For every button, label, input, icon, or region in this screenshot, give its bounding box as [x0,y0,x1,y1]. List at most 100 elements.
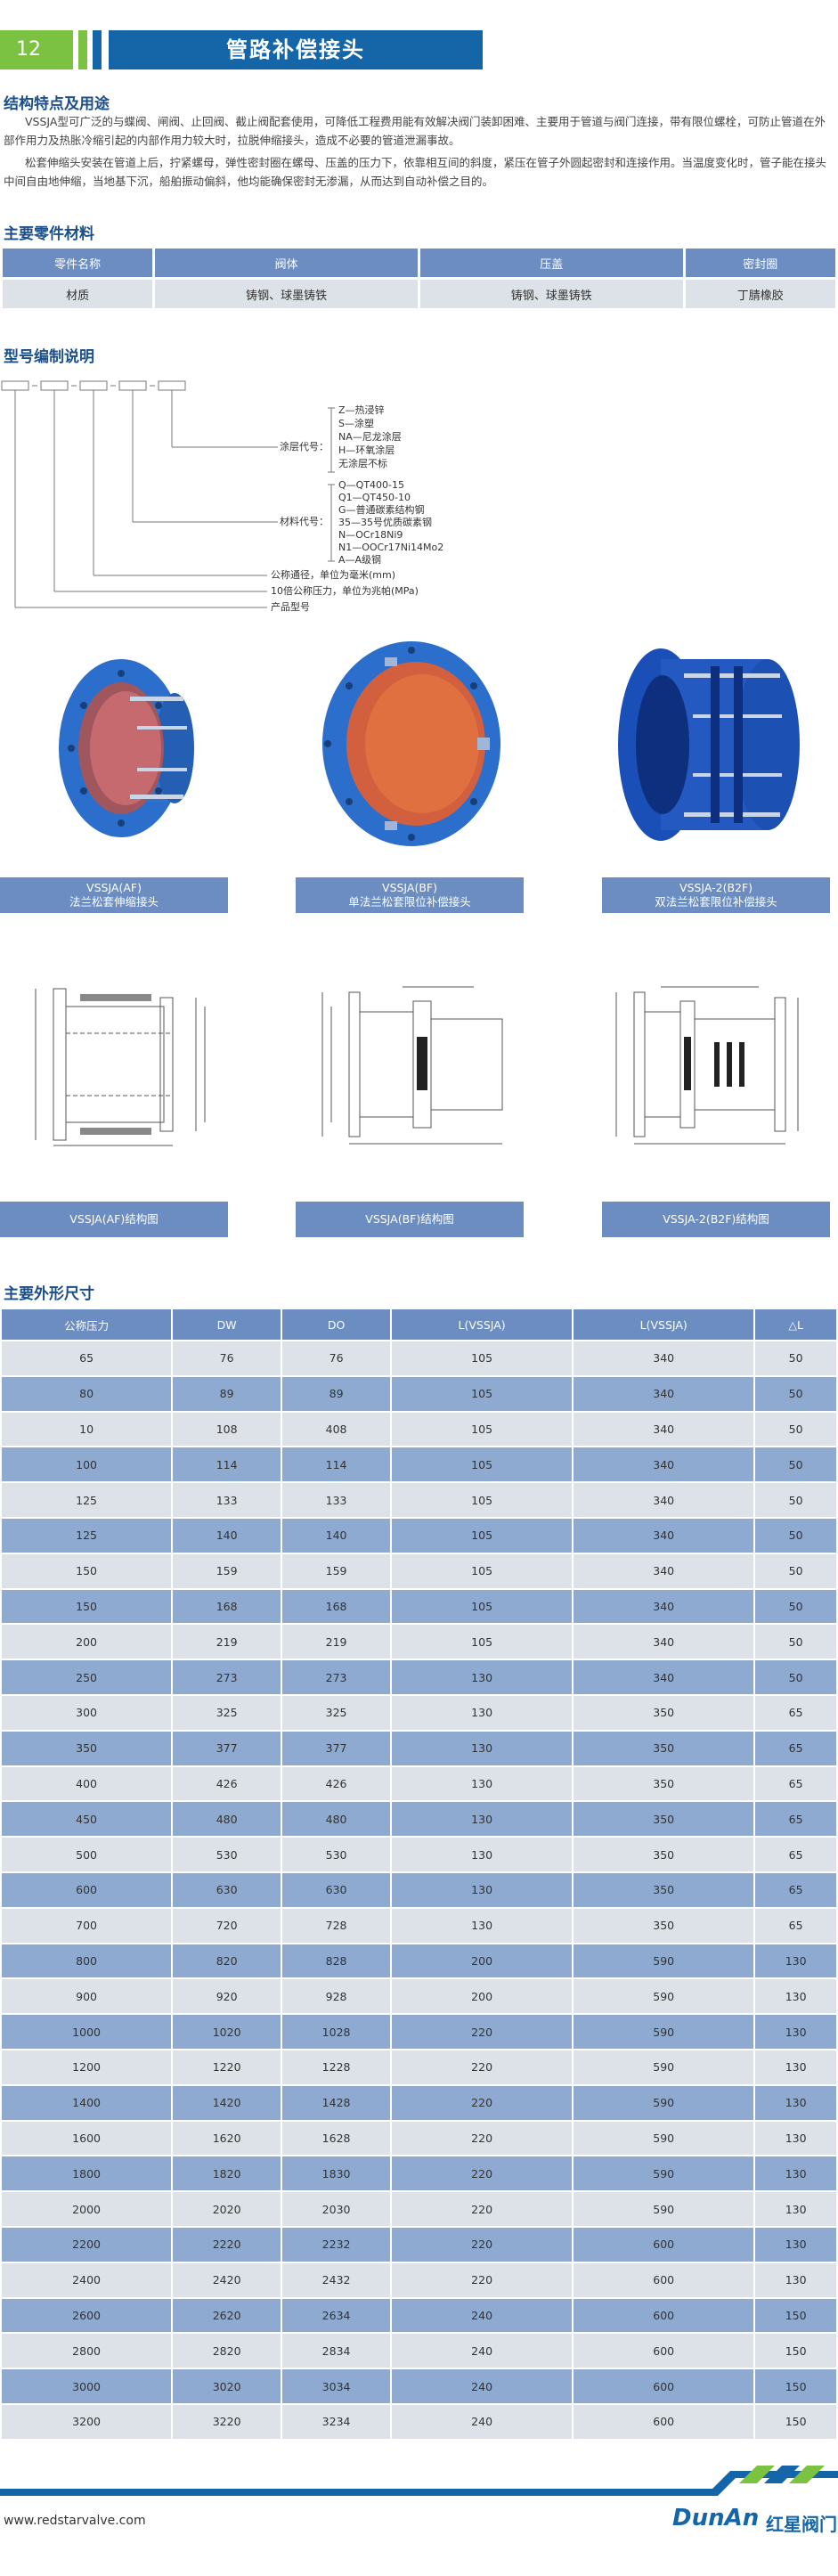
table-header-cell: L(VSSJA) [574,1309,754,1340]
website-url[interactable]: www.redstarvalve.com [4,2514,146,2528]
table-cell: 105 [392,1341,573,1375]
table-cell: 2432 [282,2262,391,2297]
table-cell: 920 [173,1979,281,2014]
table-header-row: 零件名称 阀体 压盖 密封圈 [3,249,835,277]
table-cell: 65 [755,1731,836,1765]
table-cell: 105 [392,1447,573,1482]
table-header-cell: △L [755,1309,836,1340]
table-cell: 340 [574,1341,754,1375]
table-cell: 800 [2,1944,172,1978]
table-cell: 105 [392,1518,573,1553]
product-b2f-caption: VSSJA-2(B2F) 双法兰松套限位补偿接头 [602,877,830,913]
table-cell: 130 [755,2085,836,2120]
table-cell: 50 [755,1518,836,1553]
table-header-cell: DW [173,1309,281,1340]
table-cell: 220 [392,2156,573,2191]
table-cell: 2220 [173,2227,281,2262]
table-cell: 480 [173,1802,281,1837]
table-cell: 130 [392,1766,573,1801]
table-cell: 426 [282,1766,391,1801]
table-cell: 130 [755,2015,836,2049]
table-cell: 928 [282,1979,391,2014]
material-code-label: 材料代号： [280,516,329,527]
structure-drawing-bf [313,980,518,1149]
table-cell: 1800 [2,2156,172,2191]
model-connector-lines [1,380,335,608]
table-cell: 480 [282,1802,391,1837]
table-cell: 89 [173,1376,281,1411]
table-cell: 273 [282,1660,391,1694]
table-cell: 3200 [2,2404,172,2439]
table-cell: 1020 [173,2015,281,2049]
table-cell: 1028 [282,2015,391,2049]
table-cell: 600 [574,2369,754,2403]
table-cell: 130 [755,1944,836,1978]
brand-logo: DunAn [672,2505,760,2531]
table-cell: 325 [173,1695,281,1730]
table-cell: 2030 [282,2192,391,2226]
table-cell: 130 [755,2050,836,2084]
table-cell: 1400 [2,2085,172,2120]
coating-option: 无涂层不标 [338,458,387,469]
table-cell: 720 [173,1908,281,1943]
table-cell: 590 [574,1944,754,1978]
table-cell: 377 [173,1731,281,1765]
table-cell: 65 [755,1766,836,1801]
table-cell: 590 [574,2156,754,2191]
table-cell: 250 [2,1660,172,1694]
table-cell: 150 [755,2334,836,2368]
table-cell: 2834 [282,2334,391,2368]
product-name: 法兰松套伸缩接头 [69,895,159,909]
table-cell: 3000 [2,2369,172,2403]
table-cell: 340 [574,1447,754,1482]
material-option: Q—QT400-15 [338,479,404,491]
table-cell: 89 [282,1376,391,1411]
table-cell: 1628 [282,2121,391,2156]
table-cell: 220 [392,2050,573,2084]
footer-stripes [0,2466,838,2496]
table-cell: 76 [173,1341,281,1375]
table-cell: 133 [282,1483,391,1517]
table-cell: 600 [574,2298,754,2333]
table-cell: 220 [392,2121,573,2156]
product-code: VSSJA(AF) [86,881,142,894]
table-cell: 340 [574,1518,754,1553]
nominal-pressure-note: 10倍公称压力，单位为兆帕(MPa) [271,585,419,597]
table-header-cell: DO [282,1309,391,1340]
table-cell: 2634 [282,2298,391,2333]
table-cell: 240 [392,2369,573,2403]
product-af-image [32,641,210,855]
table-cell: 铸钢、球墨铸铁 [155,280,418,308]
table-cell: 50 [755,1625,836,1659]
table-cell: 1220 [173,2050,281,2084]
table-cell: 130 [392,1695,573,1730]
table-cell: 168 [282,1589,391,1624]
coating-option: H—环氧涂层 [338,444,395,456]
table-cell: 50 [755,1376,836,1411]
model-heading: 型号编制说明 [4,348,94,366]
table-cell: 300 [2,1695,172,1730]
table-cell: 340 [574,1483,754,1517]
table-header-cell: 零件名称 [3,249,153,277]
table-cell: 630 [173,1872,281,1907]
table-cell: 600 [574,2334,754,2368]
table-cell: 220 [392,2227,573,2262]
table-cell: 350 [574,1838,754,1871]
header-green-bar [78,30,87,69]
table-cell: 130 [392,1908,573,1943]
table-cell: 340 [574,1376,754,1411]
product-af-caption: VSSJA(AF) 法兰松套伸缩接头 [0,877,228,913]
table-cell: 2232 [282,2227,391,2262]
table-row: 材质 铸钢、球墨铸铁 铸钢、球墨铸铁 丁腈橡胶 [3,280,835,308]
product-type-note: 产品型号 [271,601,310,613]
table-cell: 1200 [2,2050,172,2084]
table-cell: 3220 [173,2404,281,2439]
